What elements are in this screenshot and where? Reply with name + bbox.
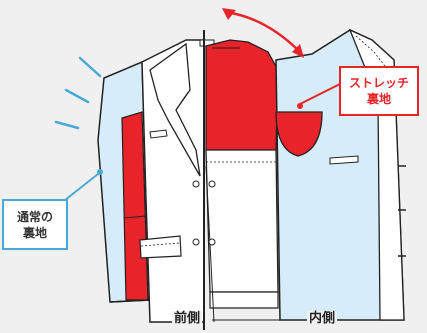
- normal-lining-callout: 通常の 裏地: [2, 199, 68, 250]
- normal-lining-label-line1: 通常の: [16, 209, 53, 224]
- underarm-stretch-lining: [275, 111, 323, 157]
- stretch-callout-pointer: [299, 81, 345, 105]
- front-lapel: [149, 42, 201, 177]
- normal-lining-label-line2: 裏地: [22, 225, 47, 240]
- stretch-lining-label-line2: 裏地: [366, 92, 391, 106]
- front-chest-pocket: [149, 129, 168, 139]
- arrow-head-left: [222, 8, 236, 20]
- front-lower-pocket: [139, 235, 182, 259]
- inner-body-panel: [205, 149, 279, 293]
- stretch-lining-label-line1: ストレッチ: [348, 76, 409, 90]
- inner-placket-buttons: [208, 180, 216, 246]
- inner-side-label: 内側: [307, 311, 338, 327]
- front-buttons: [192, 180, 200, 246]
- arrow-head-right: [292, 44, 304, 58]
- stretch-lining-callout: ストレッチ 裏地: [339, 66, 419, 116]
- back-stretch-lining: [205, 39, 279, 151]
- inner-pocket: [329, 155, 359, 165]
- stretch-arrow: [225, 10, 301, 53]
- motion-lines: [54, 56, 102, 130]
- front-side-label: 前側: [172, 311, 203, 327]
